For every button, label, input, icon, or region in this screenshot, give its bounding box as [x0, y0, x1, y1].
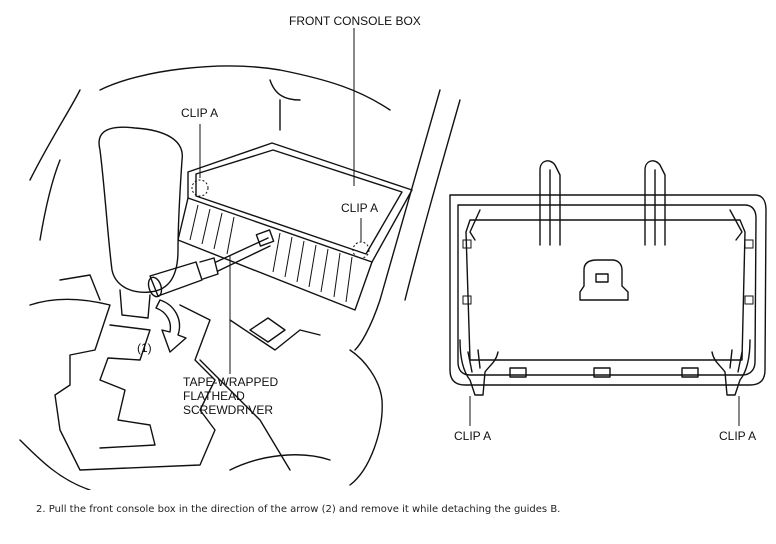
label-tool-line2: FLATHEAD [183, 389, 245, 403]
screwdriver-icon [147, 229, 275, 298]
side-nub [462, 295, 472, 305]
console-box-lid [187, 142, 413, 263]
label-clip-a-bottom-left: CLIP A [454, 429, 491, 443]
console-right-bottom [349, 349, 383, 486]
right-panel-edge [354, 89, 441, 351]
hand-right [711, 339, 751, 396]
console-trim-line [229, 319, 321, 351]
console-outline-left [29, 89, 81, 181]
label-front-console-box: FRONT CONSOLE BOX [289, 14, 421, 28]
console-lower-curve [19, 439, 91, 490]
upper-tab-left [539, 160, 561, 246]
console-box-side-hatching [189, 204, 353, 303]
label-arrow-number: (1) [137, 341, 152, 355]
console-lower-curve-right [229, 454, 331, 471]
center-clip [579, 259, 629, 301]
label-clip-a-bottom-right: CLIP A [719, 429, 756, 443]
label-tool-line3: SCREWDRIVER [183, 403, 273, 417]
label-clip-a-right-top: CLIP A [341, 201, 378, 215]
hand-left [459, 339, 499, 396]
right-panel-edge-inner [404, 99, 461, 301]
diagram-canvas: FRONT CONSOLE BOX CLIP A CLIP A (1) TAPE… [19, 14, 767, 490]
caption-text: 2. Pull the front console box in the dir… [36, 504, 561, 515]
bottom-nub [593, 367, 611, 378]
center-clip-slot [595, 273, 609, 283]
console-frame-outer [449, 194, 767, 386]
shift-knob-neck [119, 289, 151, 319]
console-trim-line-lower [199, 359, 291, 471]
hand-left-fingers [467, 349, 481, 373]
shift-gate-top [59, 274, 101, 301]
label-clip-a-left-top: CLIP A [181, 106, 218, 120]
console-top-curve [99, 65, 391, 111]
console-frame-panel [465, 219, 746, 361]
side-nub [744, 295, 754, 305]
clip-marker-icon [191, 179, 209, 197]
right-illustration [449, 160, 767, 426]
upper-tab-right [644, 160, 666, 246]
side-nub [462, 239, 472, 249]
corner-left [469, 209, 481, 241]
shift-knob [98, 126, 183, 293]
hand-right-fingers [729, 349, 743, 373]
pull-arrow-icon [155, 299, 187, 353]
left-illustration [19, 28, 461, 490]
side-nub [744, 239, 754, 249]
console-notch [269, 79, 301, 101]
console-button [249, 317, 286, 343]
console-outline-inner [39, 159, 61, 241]
console-frame-inner [457, 204, 757, 376]
shift-gate-inner [99, 324, 156, 449]
corner-right [729, 209, 743, 241]
bottom-nub [681, 367, 699, 378]
console-box-lid-inner [195, 149, 403, 255]
shift-gate-outline [29, 298, 216, 471]
console-box-side [177, 197, 373, 311]
label-tool-line1: TAPE-WRAPPED [183, 375, 278, 389]
bottom-nub [509, 367, 527, 378]
